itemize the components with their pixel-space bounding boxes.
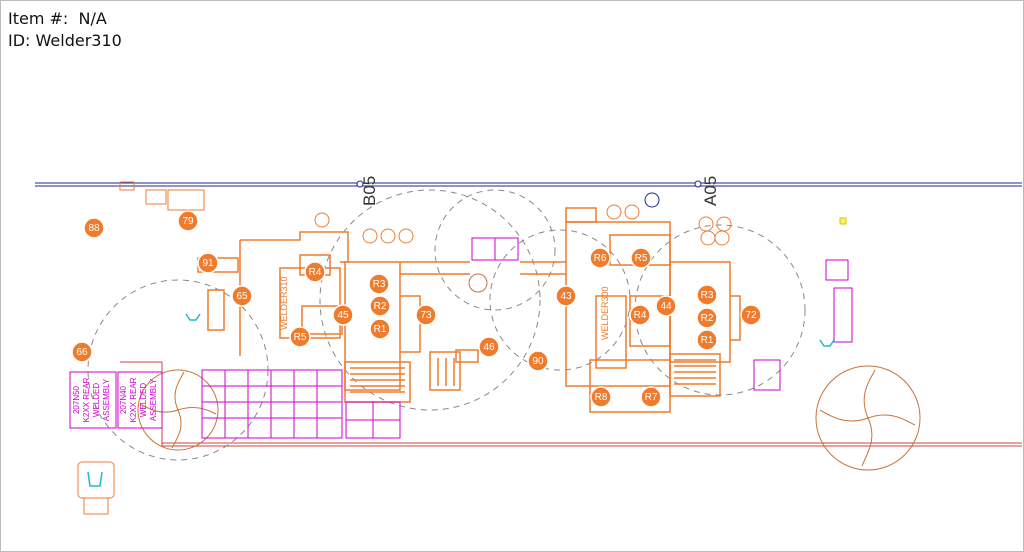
station-marker-label: 45: [337, 310, 349, 321]
turntables: [137, 273, 921, 471]
yellow-tag: [839, 217, 847, 225]
item-label: Item #:: [8, 9, 69, 28]
station-marker-label: R4: [309, 267, 322, 278]
column-marker: [644, 192, 660, 208]
station-marker-4: 65: [231, 285, 253, 307]
column-line: [35, 180, 1022, 188]
column-label-b05: B05: [360, 176, 379, 206]
item-number-line: Item #: N/A: [8, 8, 308, 30]
station-marker-1: 88: [83, 217, 105, 239]
id-value: Welder310: [35, 31, 122, 50]
station-marker-3: 91: [197, 252, 219, 274]
fixtures: [87, 313, 835, 487]
bin-rack: [201, 237, 853, 439]
station-marker-18: 44: [655, 295, 677, 317]
station-marker-label: R4: [634, 310, 647, 321]
station-marker-22: R1: [696, 329, 718, 351]
bin-2-line-1: 207N40: [119, 385, 128, 414]
station-marker-label: R1: [374, 324, 387, 335]
bin-2-line-2: K2XX REAR: [129, 377, 138, 422]
station-marker-8: R1: [369, 318, 391, 340]
station-marker-10: R5: [289, 326, 311, 348]
station-marker-25: R7: [640, 386, 662, 408]
station-marker-label: 88: [88, 223, 100, 234]
station-marker-12: 66: [71, 341, 93, 363]
station-marker-13: 46: [478, 336, 500, 358]
station-marker-11: 73: [415, 304, 437, 326]
station-marker-label: R1: [701, 335, 714, 346]
station-marker-label: 66: [76, 347, 88, 358]
station-marker-9: 45: [332, 304, 354, 326]
station-marker-label: R6: [594, 253, 607, 264]
station-marker-label: 73: [420, 310, 432, 321]
bin-1-line-2: K2XX REAR: [82, 377, 91, 422]
station-marker-14: 90: [527, 350, 549, 372]
station-marker-16: R6: [589, 247, 611, 269]
assembly-bin-1: 207N50 K2XX REAR WELDED ASSEMBLY: [69, 371, 117, 429]
station-marker-label: 72: [745, 310, 757, 321]
bin-1-line-1: 207N50: [72, 385, 81, 414]
id-label: ID:: [8, 31, 31, 50]
bin-1-line-3: WELDED: [92, 383, 101, 417]
station-marker-7: R2: [369, 295, 391, 317]
welder-label-right: WELDER300: [600, 286, 610, 340]
station-marker-label: 91: [202, 258, 214, 269]
robot-reach-circles: [87, 189, 806, 461]
welder-label-left: WELDER310: [279, 276, 289, 330]
station-marker-6: R3: [368, 273, 390, 295]
station-marker-17: R5: [630, 247, 652, 269]
station-marker-2: 79: [177, 210, 199, 232]
station-marker-label: 65: [236, 291, 248, 302]
bin-1-line-4: ASSEMBLY: [102, 378, 111, 421]
id-line: ID: Welder310: [8, 30, 308, 52]
forklift: [77, 461, 115, 515]
station-marker-label: R7: [645, 392, 658, 403]
station-marker-15: 43: [555, 285, 577, 307]
station-marker-label: R3: [701, 290, 714, 301]
floor-boundary-line: [120, 361, 1022, 447]
gas-tanks: [314, 204, 732, 246]
station-marker-label: R8: [595, 392, 608, 403]
item-value: N/A: [78, 9, 107, 28]
station-marker-24: R8: [590, 386, 612, 408]
station-marker-label: R5: [294, 332, 307, 343]
assembly-bin-2: 207N40 K2XX REAR WELDED ASSEMBLY: [117, 371, 163, 429]
station-marker-19: R4: [629, 304, 651, 326]
station-marker-label: R2: [374, 301, 387, 312]
station-marker-label: 46: [483, 342, 495, 353]
station-marker-label: R5: [635, 253, 648, 264]
bin-2-line-4: ASSEMBLY: [149, 378, 158, 421]
station-marker-label: 90: [532, 356, 544, 367]
title-block: Item #: N/A ID: Welder310: [8, 8, 308, 54]
station-marker-label: 44: [660, 301, 672, 312]
column-label-a05: A05: [701, 176, 720, 206]
station-marker-label: 43: [560, 291, 572, 302]
station-marker-20: R3: [696, 284, 718, 306]
bin-2-line-3: WELDED: [139, 383, 148, 417]
station-marker-label: R3: [373, 279, 386, 290]
station-marker-5: R4: [304, 261, 326, 283]
control-panels: [119, 181, 205, 211]
station-marker-21: R2: [696, 307, 718, 329]
station-marker-23: 72: [740, 304, 762, 326]
station-marker-label: R2: [701, 313, 714, 324]
station-marker-label: 79: [182, 216, 194, 227]
